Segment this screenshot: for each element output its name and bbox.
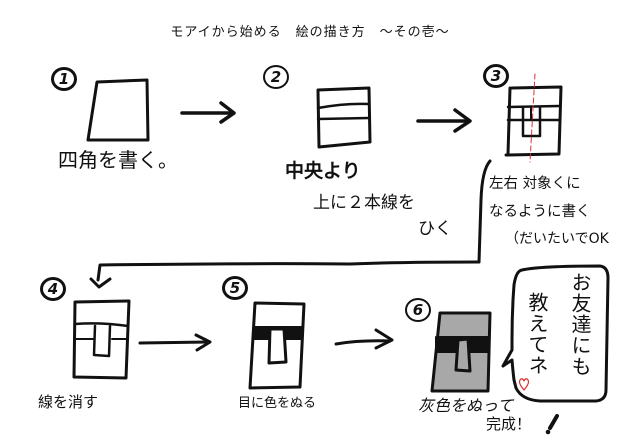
step3-face-guides bbox=[504, 73, 563, 163]
step3-caption-line1: 左右 対象くに bbox=[489, 176, 581, 192]
step6-caption-line1: 灰色をぬって bbox=[418, 396, 514, 415]
step6-moai-complete bbox=[430, 311, 492, 393]
step-number-1: 1 bbox=[51, 67, 77, 91]
arrow-right-icon bbox=[180, 101, 236, 124]
step1-caption: 四角を書く。 bbox=[58, 148, 178, 172]
bubble-text-col1: お友達にも bbox=[568, 272, 592, 377]
flow-connector bbox=[89, 159, 492, 289]
step4-caption: 線を消す bbox=[38, 393, 99, 411]
step3-caption-line3: （だいたいでOK bbox=[505, 231, 609, 247]
arrow-right-icon bbox=[416, 108, 472, 133]
step-number-4: 4 bbox=[40, 277, 66, 301]
step-number-6: 6 bbox=[405, 298, 431, 322]
step-number-3: 3 bbox=[483, 64, 509, 88]
center-guide-line bbox=[529, 73, 536, 163]
step5-caption: 目に色をぬる bbox=[238, 396, 317, 411]
speech-bubble bbox=[501, 264, 610, 403]
step6-caption-line2: 完成！ bbox=[486, 415, 532, 433]
bubble-text-col2: 教えてネ bbox=[525, 292, 549, 376]
heart-icon bbox=[518, 378, 530, 391]
step2-rect-with-lines bbox=[316, 86, 372, 149]
step-number-5: 5 bbox=[222, 276, 248, 300]
page-title: モアイから始める 絵の描き方 ～その壱～ bbox=[170, 25, 450, 40]
step3-caption-line2: なるように書く bbox=[489, 204, 591, 220]
exclamation-mark bbox=[545, 414, 559, 435]
step5-moai-eyes bbox=[248, 301, 306, 390]
step2-caption-line3: ひく bbox=[418, 219, 452, 239]
step2-caption-line2: 上に２本線を bbox=[313, 193, 415, 213]
arrow-right-icon bbox=[334, 328, 394, 350]
step4-moai-outline bbox=[72, 299, 131, 380]
step1-square bbox=[86, 78, 150, 142]
step-number-2: 2 bbox=[263, 65, 289, 89]
step2-caption-line1: 中央より bbox=[285, 160, 361, 182]
arrow-right-icon bbox=[138, 333, 212, 352]
